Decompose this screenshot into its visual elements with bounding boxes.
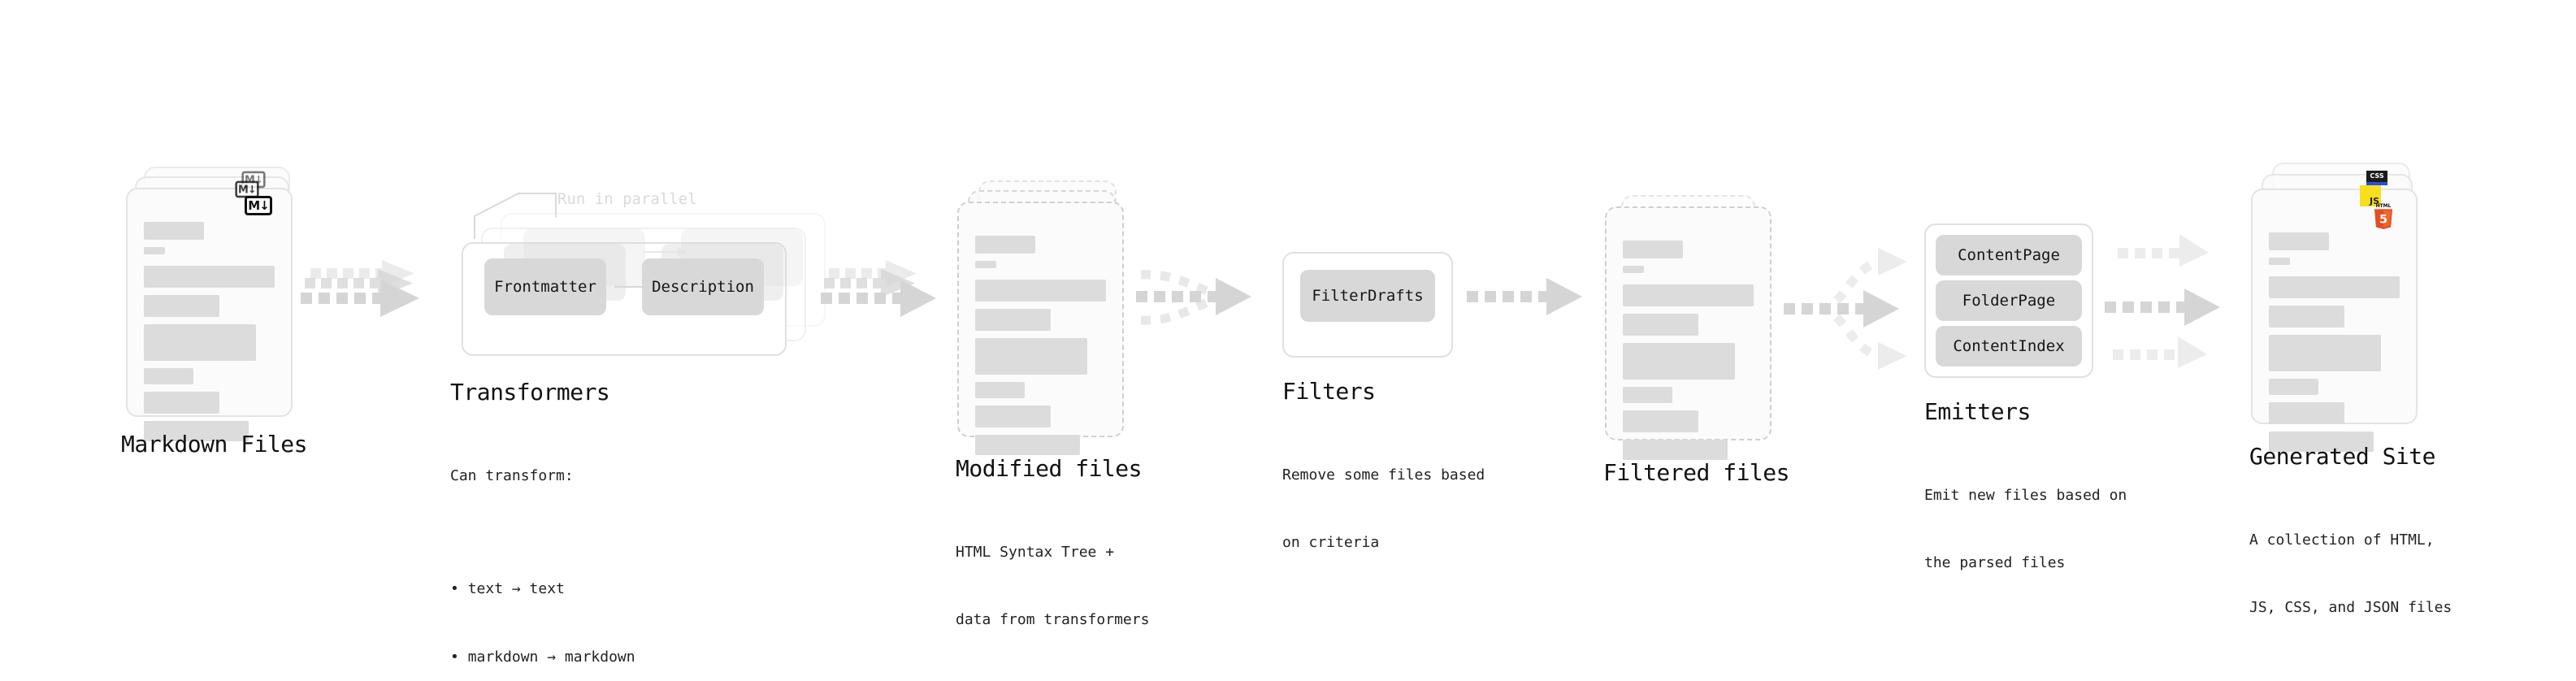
stage-subtitle-generated-site: A collection of HTML, JS, CSS, and JSON … [2249, 484, 2452, 665]
css-icon: CSS [2366, 171, 2387, 185]
subtitle-line: A collection of HTML, [2249, 531, 2435, 549]
subtitle-line: on criteria [1282, 534, 1380, 552]
subtitle-line: the parsed files [1924, 554, 2066, 572]
transform-list-item: markdown → markdown [450, 646, 635, 669]
transformer-pill-description[interactable]: Description [642, 258, 764, 315]
transformer-pill-frontmatter[interactable]: Frontmatter [484, 258, 606, 315]
stage-subtitle-filters: Remove some files based on criteria [1282, 419, 1485, 600]
arrow-transformers-to-modified [821, 260, 936, 317]
skeleton-bar [2269, 432, 2374, 452]
stage-subtitle-modified-files: HTML Syntax Tree + data from transformer… [956, 496, 1149, 677]
emitter-pill-contentindex[interactable]: ContentIndex [1936, 326, 2082, 367]
stage-title-filters: Filters [1282, 378, 1376, 405]
svg-text:HTML: HTML [2376, 203, 2392, 209]
skeleton-bar [144, 392, 220, 414]
generated-skeleton [2269, 232, 2400, 452]
stage-title-filtered-files: Filtered files [1603, 459, 1790, 486]
generated-card-front [2251, 189, 2418, 452]
skeleton-bar [975, 382, 1026, 398]
skeleton-bar [975, 338, 1088, 375]
skeleton-bar [1623, 241, 1684, 258]
filtered-skeleton [1623, 241, 1754, 460]
skeleton-bar [1623, 266, 1644, 273]
stage-subtitle-emitters: Emit new files based on the parsed files [1924, 439, 2127, 620]
skeleton-bar [144, 222, 205, 240]
skeleton-bar [975, 309, 1052, 331]
html5-icon: HTML 5 [2371, 202, 2396, 229]
stage-title-markdown-files: Markdown Files [121, 431, 308, 458]
can-transform-heading: Can transform: [450, 466, 574, 484]
skeleton-bar [2269, 306, 2345, 327]
skeleton-bar [1623, 440, 1728, 460]
skeleton-bar [144, 324, 257, 361]
skeleton-bar [2269, 335, 2382, 371]
stage-title-generated-site: Generated Site [2249, 443, 2436, 470]
arrow-modified-to-filters [1136, 270, 1251, 325]
transform-list-item: text → text [450, 578, 635, 601]
js-icon-label: JS [2360, 185, 2381, 206]
skeleton-bar [1623, 387, 1673, 403]
markdown-skeleton [144, 222, 275, 441]
skeleton-bar [2269, 258, 2290, 265]
arrow-filters-to-filtered [1467, 278, 1582, 315]
stage-title-emitters: Emitters [1924, 398, 2031, 425]
filter-pill-filterdrafts[interactable]: FilterDrafts [1300, 270, 1435, 322]
skeleton-bar [1623, 284, 1754, 306]
modified-card-front [957, 202, 1124, 455]
skeleton-bar [144, 266, 275, 288]
stage-generated-site: CSS JS HTML 5 Generated Site A collectio… [2249, 163, 2452, 616]
subtitle-line: HTML Syntax Tree + [956, 543, 1115, 561]
skeleton-bar [2269, 232, 2330, 250]
html5-version-label: 5 [2379, 213, 2387, 226]
markdown-file-stack: M↓ M↓ M↓ [126, 167, 305, 441]
emitter-pill-folderpage[interactable]: FolderPage [1936, 280, 2082, 321]
filtered-card-front [1605, 206, 1772, 460]
skeleton-bar [2269, 379, 2319, 395]
skeleton-bar [144, 247, 165, 254]
modified-skeleton [975, 236, 1106, 455]
parallel-brace [474, 193, 557, 239]
arrow-filtered-to-emitters [1784, 248, 1907, 370]
skeleton-bar [144, 368, 194, 384]
skeleton-bar [975, 406, 1052, 427]
subtitle-line: Emit new files based on [1924, 486, 2127, 504]
markdown-card-front [126, 188, 293, 441]
stage-subtitle-transformers: Can transform: text → text markdown → ma… [450, 419, 635, 681]
subtitle-line: data from transformers [956, 611, 1150, 629]
stage-filtered-files: Filtered files [1603, 195, 1790, 486]
skeleton-bar [975, 435, 1080, 455]
skeleton-bar [144, 295, 220, 317]
skeleton-bar [144, 421, 249, 441]
subtitle-line: Remove some files based [1282, 466, 1485, 484]
stage-markdown-files: M↓ M↓ M↓ Markdown Files [121, 167, 308, 458]
modified-file-stack [957, 180, 1132, 455]
arrow-emitters-to-site [2105, 234, 2220, 368]
subtitle-line: JS, CSS, and JSON files [2249, 599, 2452, 617]
css-icon-label: CSS [2366, 171, 2387, 185]
emitter-pill-contentpage[interactable]: ContentPage [1936, 235, 2082, 275]
markdown-icon: M↓ [245, 196, 272, 215]
skeleton-bar [2269, 276, 2400, 298]
filtered-file-stack [1605, 195, 1780, 460]
transform-list: text → text markdown → markdown html → h… [450, 532, 635, 681]
skeleton-bar [2269, 402, 2345, 424]
stage-modified-files: Modified files HTML Syntax Tree + data f… [956, 180, 1149, 628]
stage-title-modified-files: Modified files [956, 455, 1143, 482]
generated-file-stack: CSS JS HTML 5 [2251, 163, 2434, 452]
run-in-parallel-label: Run in parallel [557, 190, 697, 208]
skeleton-bar [1623, 314, 1699, 336]
html5-icon-glyph: HTML 5 [2374, 203, 2393, 229]
skeleton-bar [1623, 410, 1699, 432]
skeleton-bar [1623, 343, 1736, 380]
skeleton-bar [975, 236, 1036, 254]
skeleton-bar [975, 280, 1106, 301]
stage-title-transformers: Transformers [450, 379, 610, 406]
markdown-icon-label: M↓ [245, 196, 272, 215]
js-icon: JS [2360, 185, 2381, 206]
skeleton-bar [975, 261, 996, 268]
arrow-markdown-to-transformers [301, 260, 419, 317]
